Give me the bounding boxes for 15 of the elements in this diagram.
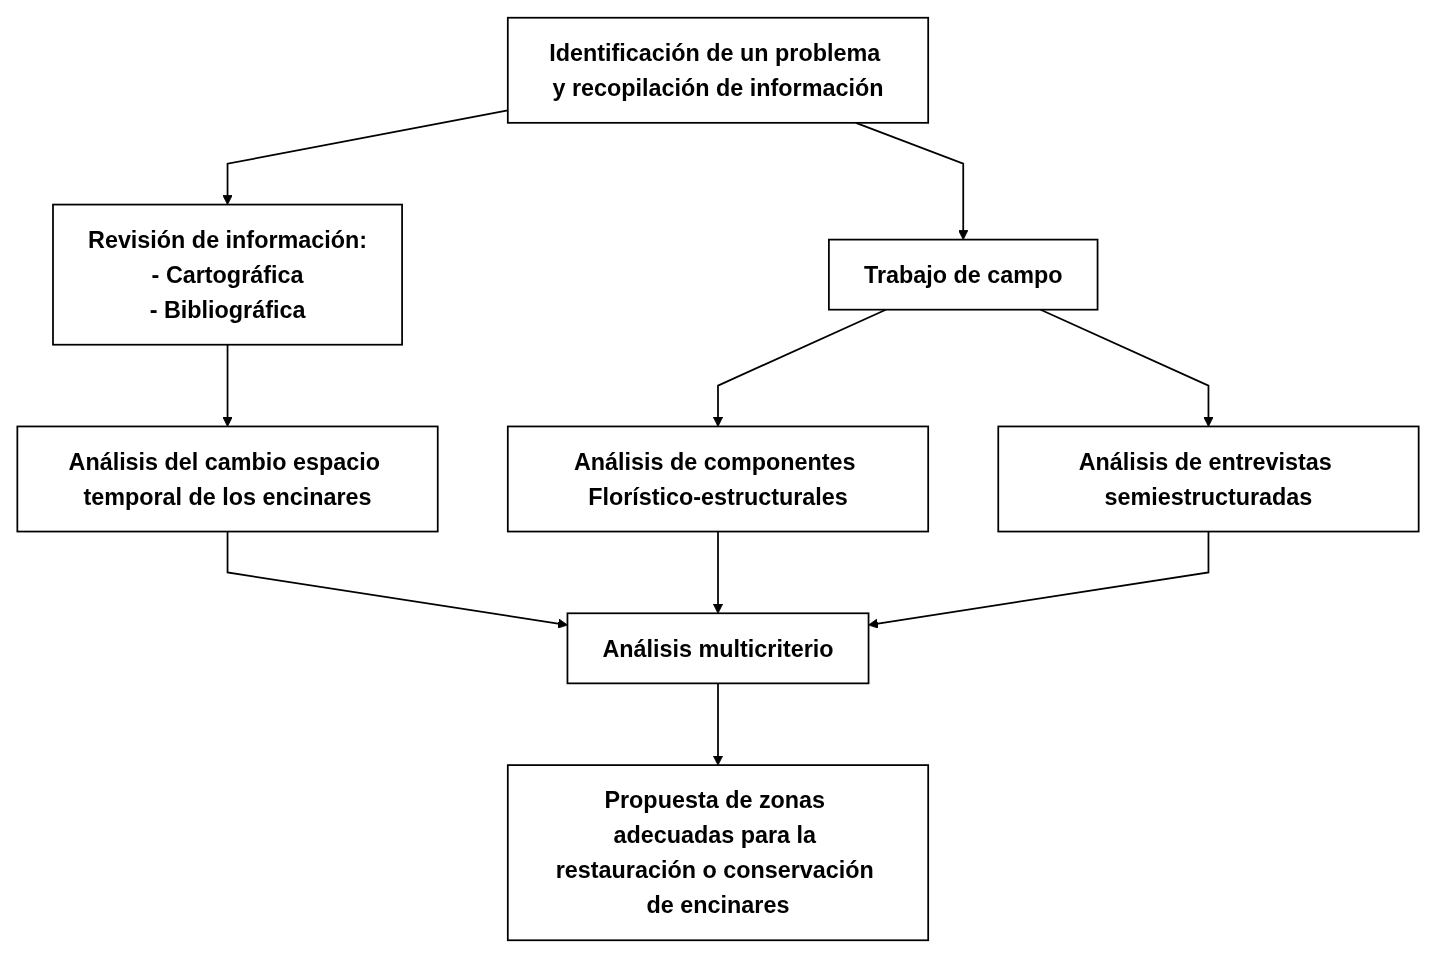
arrow [226, 530, 568, 629]
node-box: Análisis multicriterio [566, 612, 870, 685]
arrow [855, 121, 969, 241]
arrow [868, 530, 1210, 629]
node-box: Revisión de información: - Cartográfica - Bibliográfica [52, 203, 403, 346]
arrow [712, 682, 724, 766]
arrow [712, 308, 887, 427]
arrow [222, 343, 233, 427]
arrow [712, 530, 724, 614]
node-box: Análisis del cambio espacio temporal de los encinares [16, 425, 439, 533]
node-box: Análisis de entrevistas semiestructuradas [997, 425, 1420, 533]
node-box: Propuesta de zonas adecuadas para la restauración o conservación de encinares [506, 764, 930, 942]
node-box: Identificación de un problema y recopilación de información [506, 16, 930, 124]
node-box: Trabajo de campo [828, 238, 1099, 311]
node-box: Análisis de componentes Florístico-estructurales [506, 425, 930, 533]
